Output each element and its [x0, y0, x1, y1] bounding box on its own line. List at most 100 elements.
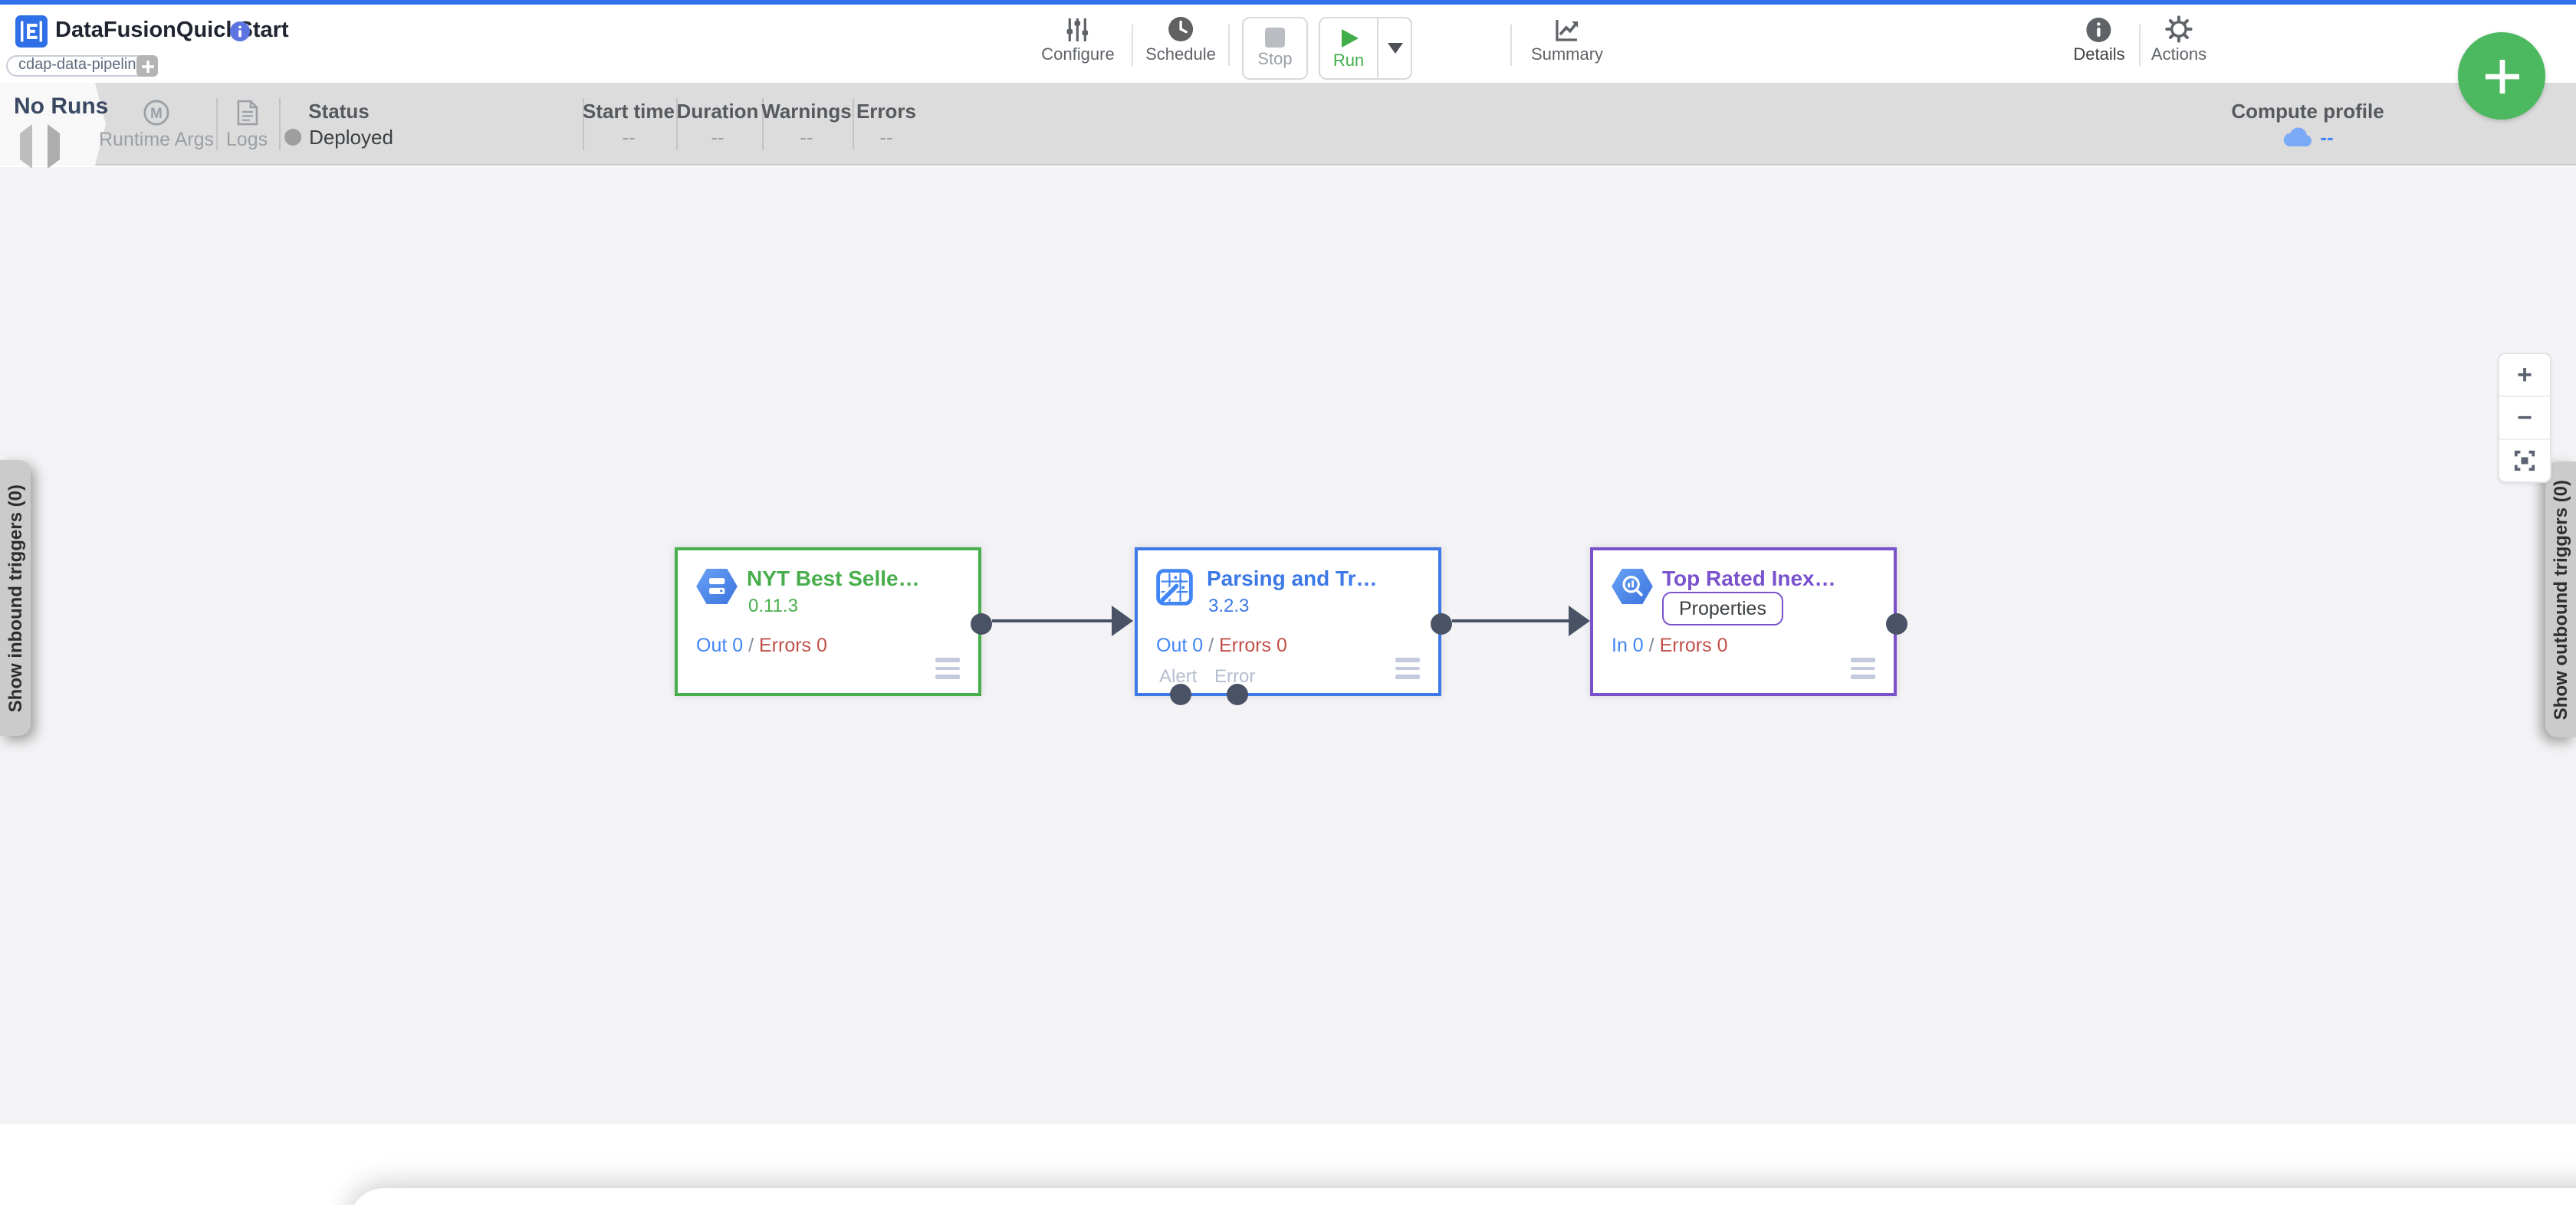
errors-count: Errors 0	[1659, 635, 1728, 656]
outbound-triggers-label: Show outbound triggers (0)	[2550, 479, 2571, 720]
node-title: Top Rated Inex…	[1662, 566, 1836, 590]
errors-cell: Errors --	[856, 83, 916, 166]
status-cell: Status Deployed	[284, 83, 393, 166]
run-button[interactable]: Run	[1320, 18, 1378, 78]
node-metrics: Out 0 / Errors 0	[696, 635, 827, 656]
run-options-button[interactable]	[1378, 18, 1411, 78]
output-port[interactable]	[1886, 613, 1907, 635]
actions-button[interactable]: Actions	[2151, 15, 2206, 64]
output-port[interactable]	[1431, 613, 1452, 635]
sliders-icon	[1065, 15, 1091, 43]
fit-to-screen-button[interactable]	[2499, 440, 2550, 481]
duration-value: --	[711, 126, 724, 149]
node-transform[interactable]: Parsing and Tr… 3.2.3 Out 0 / Errors 0 A…	[1135, 547, 1452, 705]
start-time-value: --	[622, 126, 636, 149]
zoom-out-icon: −	[2517, 402, 2532, 432]
plus-icon	[141, 60, 153, 72]
statusbar-divider	[676, 98, 678, 150]
chart-icon	[1553, 15, 1581, 43]
details-button[interactable]: Details	[2073, 15, 2125, 64]
error-port-label: Error	[1214, 665, 1256, 687]
duration-cell: Duration --	[677, 83, 759, 166]
error-port[interactable]	[1227, 684, 1248, 705]
warnings-cell: Warnings --	[761, 83, 852, 166]
plus-icon	[2485, 59, 2518, 93]
stop-button[interactable]: Stop	[1242, 17, 1308, 80]
runs-count-label: No Runs	[14, 94, 109, 120]
metrics-separator: /	[1203, 635, 1219, 656]
clock-icon	[1167, 15, 1194, 43]
status-value: Deployed	[309, 126, 393, 149]
run-status-bar: No Runs M Runtime Args Logs Status Deplo	[0, 83, 2576, 169]
next-run-button[interactable]	[48, 124, 63, 169]
statusbar-divider	[583, 98, 584, 150]
pipeline-info-icon[interactable]	[230, 21, 250, 41]
node-metrics: Out 0 / Errors 0	[1156, 635, 1287, 656]
schedule-label: Schedule	[1145, 46, 1216, 64]
toolbar-divider	[2139, 25, 2141, 66]
node-version: 3.2.3	[1208, 595, 1250, 616]
inbound-triggers-label: Show inbound triggers (0)	[5, 484, 26, 712]
errors-label: Errors	[856, 100, 917, 123]
errors-count: Errors 0	[759, 635, 827, 656]
chevron-down-icon	[1387, 43, 1402, 54]
chevron-right-icon	[48, 124, 60, 169]
alert-port[interactable]	[1170, 684, 1191, 705]
macro-m-icon: M	[143, 99, 169, 125]
errors-count: Errors 0	[1219, 635, 1287, 656]
node-title: Parsing and Tr…	[1207, 566, 1378, 590]
previous-run-button[interactable]	[20, 124, 35, 169]
zoom-out-button[interactable]: −	[2499, 397, 2550, 440]
run-button-group: Run	[1319, 17, 1412, 80]
output-port[interactable]	[971, 613, 992, 635]
node-source[interactable]: NYT Best Selle… 0.11.3 Out 0 / Errors 0	[675, 547, 992, 696]
edge-arrowhead-icon	[1112, 606, 1133, 636]
details-label: Details	[2073, 46, 2125, 64]
runtime-args-button[interactable]: M Runtime Args	[99, 83, 214, 166]
zoom-in-button[interactable]: +	[2499, 354, 2550, 397]
add-tag-button[interactable]	[136, 55, 158, 77]
logs-button[interactable]: Logs	[226, 83, 268, 166]
outbound-triggers-tab[interactable]: Show outbound triggers (0)	[2545, 461, 2576, 737]
compute-profile-cell: Compute profile --	[2231, 83, 2384, 166]
pipeline-canvas[interactable]: NYT Best Selle… 0.11.3 Out 0 / Errors 0 …	[0, 167, 2576, 1124]
out-count: Out 0	[696, 635, 744, 656]
node-metrics: In 0 / Errors 0	[1612, 635, 1727, 656]
node-menu-icon[interactable]	[1395, 658, 1420, 683]
info-icon	[2086, 15, 2112, 43]
bottom-strip	[0, 1124, 2576, 1205]
configure-button[interactable]: Configure	[1041, 15, 1115, 64]
wrangler-icon	[1156, 569, 1193, 606]
add-pipeline-fab[interactable]	[2458, 32, 2545, 120]
stop-icon	[1265, 28, 1285, 48]
statusbar-divider	[762, 98, 764, 150]
properties-button[interactable]: Properties	[1662, 592, 1783, 625]
pipeline-studio-logo-icon	[15, 15, 48, 48]
node-menu-icon[interactable]	[935, 658, 960, 683]
in-count: In 0	[1612, 635, 1644, 656]
alert-port-label: Alert	[1159, 665, 1198, 687]
play-icon	[1341, 28, 1358, 47]
configure-label: Configure	[1041, 46, 1115, 64]
start-time-cell: Start time --	[583, 83, 675, 166]
runs-tab	[0, 83, 106, 166]
runtime-args-label: Runtime Args	[98, 128, 215, 149]
zoom-in-icon: +	[2517, 360, 2532, 389]
logs-label: Logs	[225, 128, 268, 149]
inbound-triggers-tab[interactable]: Show inbound triggers (0)	[0, 460, 31, 736]
run-label: Run	[1332, 51, 1365, 70]
summary-button[interactable]: Summary	[1531, 15, 1603, 64]
node-sink[interactable]: Top Rated Inex… Properties In 0 / Errors…	[1590, 547, 1907, 696]
schedule-button[interactable]: Schedule	[1145, 15, 1216, 64]
out-count: Out 0	[1156, 635, 1204, 656]
zoom-controls: + −	[2498, 353, 2551, 483]
metrics-separator: /	[743, 635, 759, 656]
compute-profile-value: --	[2320, 126, 2334, 149]
status-dot-icon	[284, 129, 302, 146]
status-label: Status	[308, 100, 370, 123]
warnings-value: --	[800, 126, 813, 149]
pipeline-tag: cdap-data-pipeline	[6, 55, 157, 77]
cloud-icon	[2283, 127, 2312, 147]
node-menu-icon[interactable]	[1851, 658, 1875, 683]
